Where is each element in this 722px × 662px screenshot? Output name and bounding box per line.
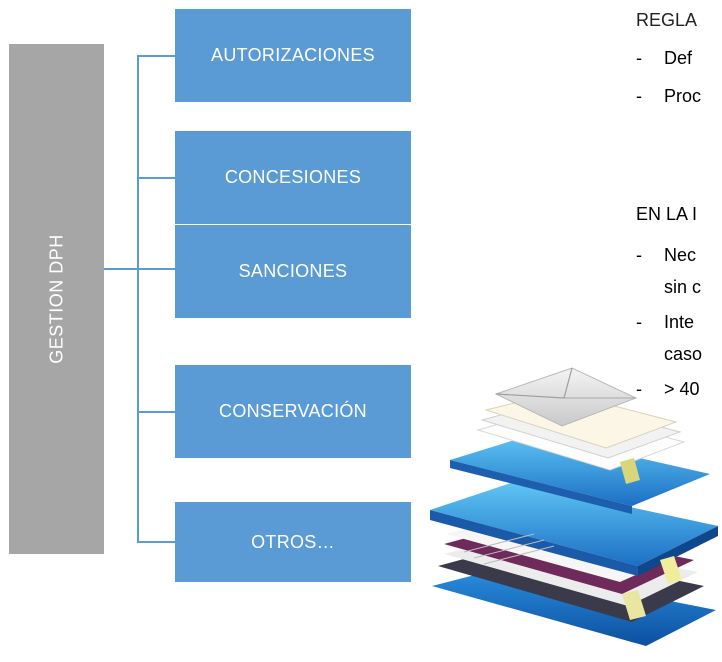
branch-otros: OTROS… bbox=[175, 502, 411, 582]
branch-conservacion: CONSERVACIÓN bbox=[175, 365, 411, 458]
note-item: -Inte bbox=[636, 312, 695, 332]
branch-label: CONCESIONES bbox=[224, 167, 362, 187]
branch-sanciones: SANCIONES bbox=[175, 225, 411, 318]
note-item: -Nec bbox=[636, 245, 697, 265]
note-item: -Def bbox=[636, 48, 693, 68]
root-label: GESTION DPH bbox=[46, 234, 66, 364]
branch-connector-4 bbox=[137, 411, 175, 413]
branch-autorizaciones: AUTORIZACIONES bbox=[175, 9, 411, 102]
branch-label: OTROS… bbox=[251, 531, 335, 552]
branch-connector-5 bbox=[137, 541, 175, 543]
trunk-connector bbox=[137, 55, 139, 543]
branch-connector-1 bbox=[137, 55, 175, 57]
branch-label: SANCIONES bbox=[238, 261, 348, 281]
branch-connector-2 bbox=[137, 177, 175, 179]
notes-heading: EN LA I bbox=[636, 204, 698, 224]
document-stack-icon bbox=[430, 367, 718, 646]
branch-concesiones: CONCESIONES bbox=[175, 131, 411, 224]
root-node: GESTION DPH bbox=[9, 44, 104, 554]
root-connector bbox=[104, 268, 139, 270]
note-item-continuation: sin c bbox=[664, 277, 702, 297]
branch-connector-3 bbox=[137, 268, 175, 270]
notes-heading: REGLA bbox=[636, 10, 698, 30]
note-item-continuation: caso bbox=[664, 344, 703, 364]
note-item: -> 40 bbox=[636, 379, 700, 399]
branch-label: AUTORIZACIONES bbox=[211, 45, 375, 65]
note-item: -Proc bbox=[636, 86, 702, 106]
branch-label: CONSERVACIÓN bbox=[219, 401, 367, 421]
